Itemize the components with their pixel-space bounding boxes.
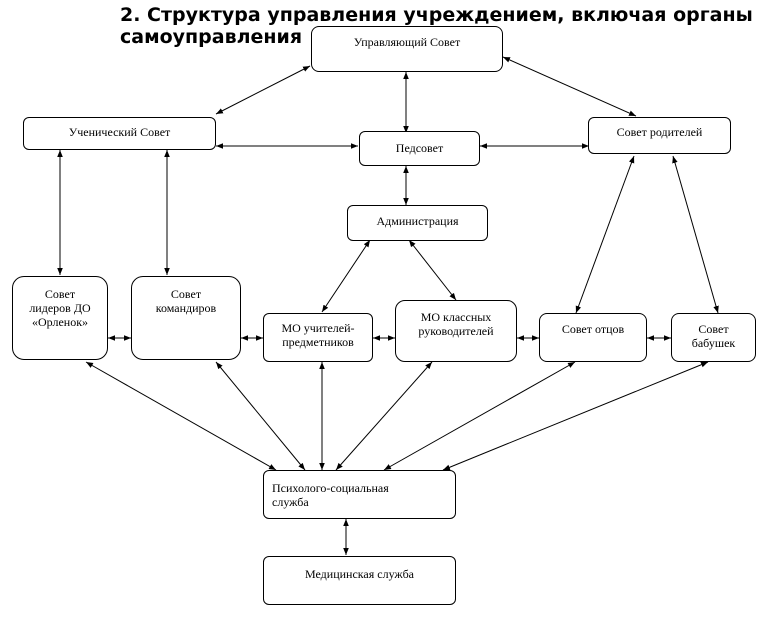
node-uchenicheskiy-sovet: Ученический Совет	[23, 117, 216, 150]
edge-roditeley-babushek	[672, 155, 719, 314]
edge-moklass-psikh	[335, 361, 433, 471]
node-meditsinskaya-label: Медицинская служба	[304, 567, 414, 581]
node-sovet-komandirov-line-1: Совет	[170, 287, 202, 301]
edge-admin-mouchit	[321, 239, 371, 313]
edge-babushek-psikh	[442, 361, 709, 471]
node-meditsinskaya-sluzhba: Медицинская служба	[263, 556, 456, 605]
node-mo-uchiteley-line-1: МО учителей-	[281, 321, 355, 335]
title-line-2: самоуправления	[120, 26, 303, 48]
node-sovet-ottsov: Совет отцов	[539, 313, 647, 362]
page-title: 2. Структура управления учреждением, вкл…	[120, 4, 760, 48]
edge-liderov-psikh	[85, 361, 277, 471]
node-sovet-roditeley: Совет родителей	[588, 117, 731, 154]
node-psikhologo-sotsialnaya: Психолого-социальная служба	[263, 470, 456, 519]
node-uchenicheskiy-sovet-label: Ученический Совет	[68, 125, 171, 139]
edge-roditeley-ottsov	[575, 155, 635, 314]
node-sovet-liderov-line-2: лидеров ДО	[29, 301, 91, 315]
node-mo-uchiteley-line-2: предметников	[282, 335, 354, 349]
node-psikhologo-line-2: служба	[272, 495, 309, 509]
node-sovet-liderov: Совет лидеров ДО «Орленок»	[12, 276, 108, 360]
node-sovet-babushek-line-2: бабушек	[691, 336, 736, 350]
node-mo-klassnykh: МО классных руководителей	[395, 300, 517, 362]
node-administratsiya: Администрация	[347, 205, 488, 241]
node-psikhologo-line-1: Психолого-социальная	[272, 481, 389, 495]
node-pedsovet-label: Педсовет	[395, 141, 444, 155]
node-sovet-roditeley-label: Совет родителей	[616, 125, 703, 139]
node-sovet-liderov-line-3: «Орленок»	[31, 315, 89, 329]
edge-ottsov-psikh	[383, 361, 576, 471]
node-mo-klassnykh-line-1: МО классных	[420, 310, 492, 324]
node-upravlyayushchiy-sovet: Управляющий Совет	[311, 26, 503, 72]
node-sovet-komandirov-line-2: командиров	[155, 301, 217, 315]
node-sovet-komandirov: Совет командиров	[131, 276, 241, 360]
edge-upravl-roditeley	[502, 56, 637, 117]
node-mo-uchiteley: МО учителей- предметников	[263, 313, 373, 362]
edge-upravl-uchenich	[215, 65, 311, 115]
title-line-1: 2. Структура управления учреждением, вкл…	[120, 4, 753, 26]
node-pedsovet: Педсовет	[359, 131, 480, 166]
node-sovet-ottsov-label: Совет отцов	[561, 322, 625, 336]
node-upravlyayushchiy-sovet-label: Управляющий Совет	[353, 35, 461, 49]
node-sovet-babushek: Совет бабушек	[671, 313, 756, 362]
edge-komandirov-psikh	[215, 361, 306, 471]
node-sovet-babushek-line-1: Совет	[698, 322, 729, 336]
edge-admin-moklass	[408, 239, 457, 301]
node-administratsiya-label: Администрация	[376, 214, 459, 228]
node-mo-klassnykh-line-2: руководителей	[418, 324, 494, 338]
node-sovet-liderov-line-1: Совет	[44, 287, 76, 301]
